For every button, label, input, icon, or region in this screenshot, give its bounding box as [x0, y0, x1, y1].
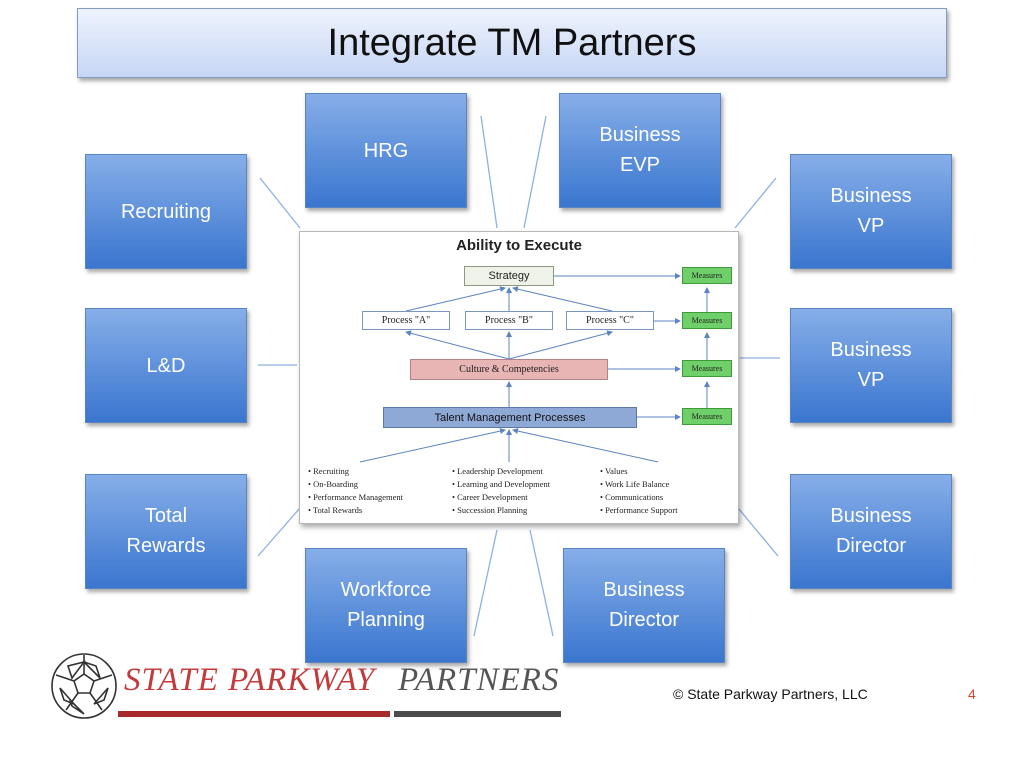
title-bar: Integrate TM Partners — [77, 8, 947, 78]
list-item: • Recruiting — [308, 466, 349, 476]
node-ld[interactable]: L&D — [85, 308, 247, 423]
node-hrg[interactable]: HRG — [305, 93, 467, 208]
bullet-column-3: • Values • Work Life Balance • Communica… — [600, 465, 678, 517]
list-item: • Succession Planning — [452, 505, 528, 515]
connector-rewards — [257, 507, 301, 557]
list-item: • Values — [600, 466, 628, 476]
node-total-rewards[interactable]: Total Rewards — [85, 474, 247, 589]
connector-hrg — [480, 115, 498, 229]
logo-text-state-parkway: STATE PARKWAY — [124, 662, 376, 698]
list-item: • Performance Management — [308, 492, 404, 502]
measures-box: Measures — [682, 408, 732, 425]
list-item: • Total Rewards — [308, 505, 363, 515]
process-a-box: Process "A" — [362, 311, 450, 330]
connector-director-right — [737, 507, 779, 557]
tm-processes-box: Talent Management Processes — [383, 407, 637, 428]
process-c-box: Process "C" — [566, 311, 654, 330]
page-title: Integrate TM Partners — [327, 21, 697, 64]
strategy-box: Strategy — [464, 266, 554, 286]
list-item: • Work Life Balance — [600, 479, 670, 489]
node-recruiting[interactable]: Recruiting — [85, 154, 247, 269]
node-business-director-bottom[interactable]: Business Director — [563, 548, 725, 663]
bullet-column-2: • Leadership Development • Learning and … — [452, 465, 550, 517]
list-item: • Career Development — [452, 492, 528, 502]
node-business-director-right[interactable]: Business Director — [790, 474, 952, 589]
list-item: • On-Boarding — [308, 479, 358, 489]
measures-box: Measures — [682, 360, 732, 377]
connector-director-bottom — [529, 529, 554, 637]
list-item: • Communications — [600, 492, 664, 502]
bullet-column-1: • Recruiting • On-Boarding • Performance… — [308, 465, 403, 517]
node-business-vp-2[interactable]: Business VP — [790, 308, 952, 423]
connector-recruiting — [259, 177, 301, 229]
page-number: 4 — [968, 686, 976, 702]
connector-evp — [523, 115, 547, 229]
connector-workforce — [473, 529, 498, 637]
culture-box: Culture & Competencies — [410, 359, 608, 380]
list-item: • Learning and Development — [452, 479, 551, 489]
panel-title: Ability to Execute — [456, 237, 582, 254]
buckyball-logo-icon — [51, 653, 117, 719]
node-business-vp-1[interactable]: Business VP — [790, 154, 952, 269]
list-item: • Performance Support — [600, 505, 678, 515]
copyright-text: © State Parkway Partners, LLC — [673, 686, 868, 702]
process-b-box: Process "B" — [465, 311, 553, 330]
node-workforce-planning[interactable]: Workforce Planning — [305, 548, 467, 663]
measures-box: Measures — [682, 312, 732, 329]
logo-text-partners: PARTNERS — [398, 662, 560, 698]
ability-to-execute-panel: Ability to Execute Strategy Process "A" … — [299, 231, 739, 524]
panel-arrows — [359, 273, 710, 463]
list-item: • Leadership Development — [452, 466, 543, 476]
measures-box: Measures — [682, 267, 732, 284]
logo-underline-gray — [394, 711, 561, 717]
logo-underline-red — [118, 711, 390, 717]
connector-vp1 — [734, 177, 777, 229]
node-business-evp[interactable]: Business EVP — [559, 93, 721, 208]
